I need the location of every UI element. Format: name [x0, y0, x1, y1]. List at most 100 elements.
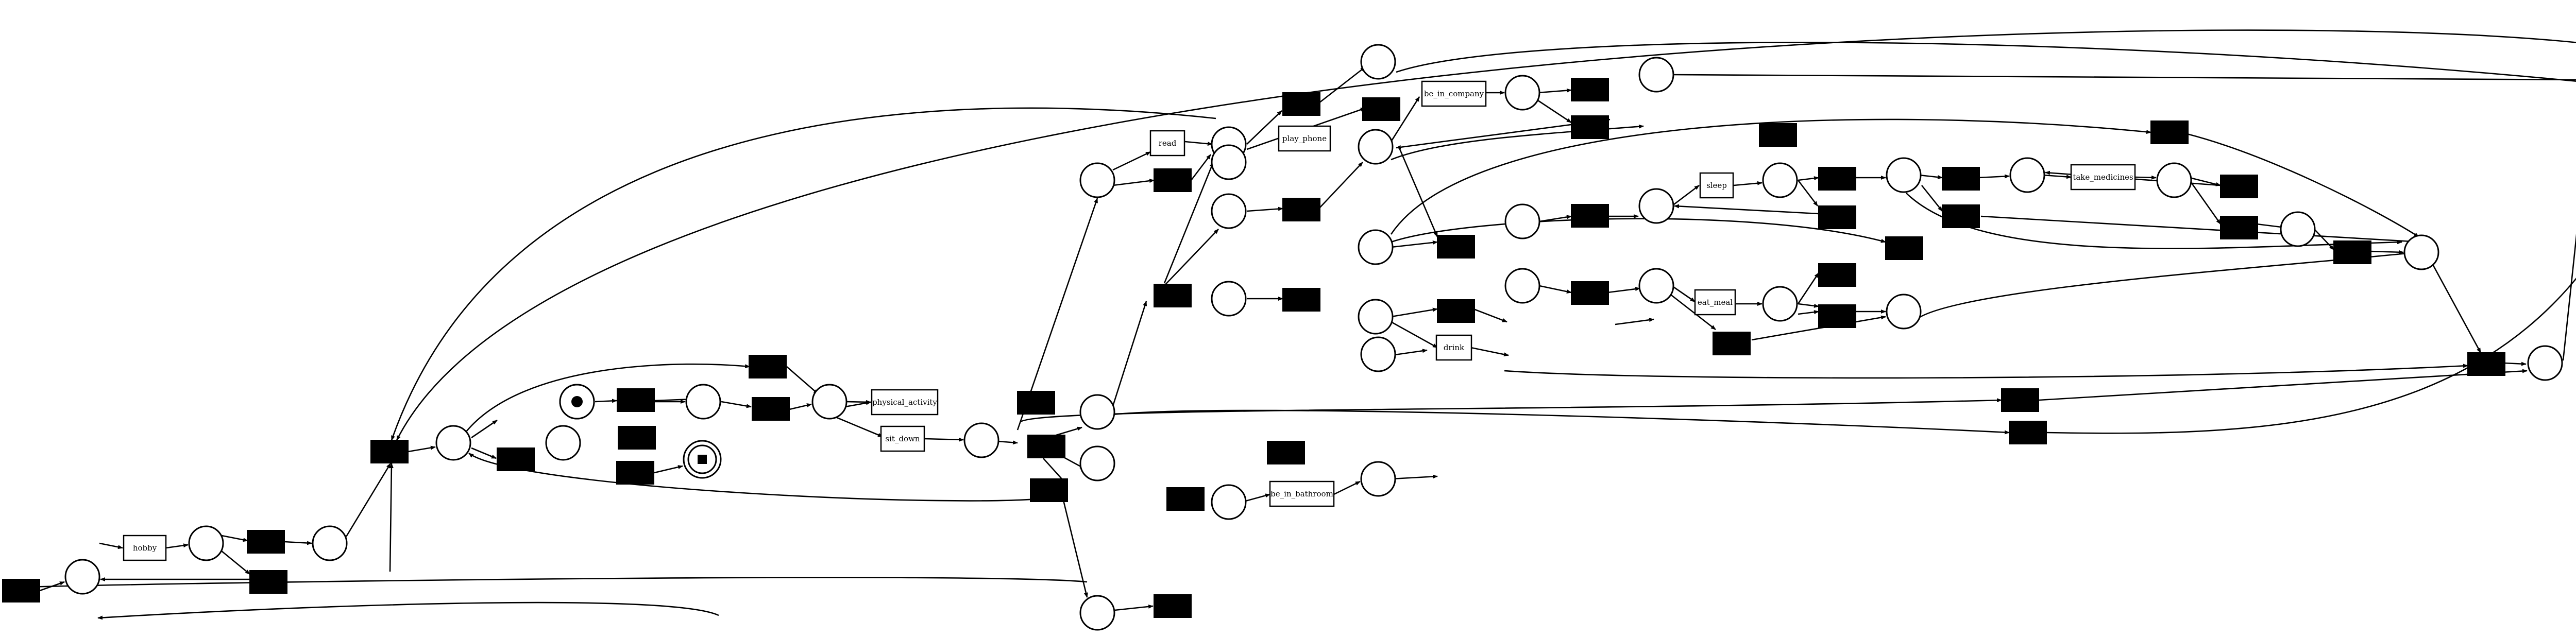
transition-play-phone: play_phone [1278, 125, 1331, 152]
place [963, 422, 999, 458]
arc [1504, 364, 2468, 379]
transition-label-hobby: hobby [133, 543, 157, 553]
transition-label-sleep: sleep [1706, 181, 1727, 190]
arc [1019, 398, 2002, 423]
silent-transition [1154, 168, 1192, 192]
silent-transition [1942, 167, 1980, 191]
arc [1607, 287, 1640, 294]
arc [1751, 315, 1886, 341]
silent-transition [1713, 332, 1751, 355]
place [1886, 157, 1922, 193]
place [1638, 57, 1674, 93]
silent-transition [1282, 92, 1320, 116]
silent-transition [2001, 388, 2039, 412]
transition-label-take-medicines: take_medicines [2073, 173, 2133, 182]
arc [1114, 604, 1154, 611]
arc [1318, 66, 1366, 104]
arc [2187, 133, 2419, 238]
transition-label-read: read [1159, 139, 1177, 148]
place [545, 425, 581, 461]
arc [1978, 174, 2010, 179]
arc [1391, 474, 1438, 480]
silent-transition [1154, 594, 1192, 618]
arc [396, 29, 2576, 441]
silent-transition [1017, 391, 1055, 415]
arc [1398, 146, 1438, 237]
silent-transition [2333, 240, 2371, 264]
place [1079, 445, 1115, 481]
arc [2431, 262, 2482, 353]
arc [2038, 369, 2528, 401]
arc [391, 107, 1216, 441]
arc [345, 463, 392, 537]
silent-transition [1267, 441, 1305, 464]
arc [1112, 151, 1151, 171]
silent-transition [616, 461, 654, 485]
arc [2042, 174, 2072, 179]
transition-read: read [1149, 130, 1185, 157]
place [1762, 162, 1798, 198]
arc [1539, 215, 1572, 222]
silent-transition [2220, 216, 2258, 239]
arc [1163, 162, 1214, 284]
silent-transition [1282, 288, 1320, 312]
place [685, 384, 721, 420]
transition-sit-down: sit_down [880, 425, 925, 452]
place [2156, 162, 2192, 198]
arc [284, 541, 312, 545]
arc [1112, 179, 1155, 186]
silent-transition [1282, 198, 1320, 221]
place [1360, 461, 1396, 497]
arc [1539, 285, 1572, 294]
arc [1615, 318, 1654, 325]
silent-transition [1030, 478, 1068, 502]
transition-label-be-in-bathroom: be_in_bathroom [1270, 489, 1333, 498]
arc [1921, 185, 1943, 212]
arc [1333, 480, 1361, 495]
transition-drink: drink [1435, 334, 1472, 361]
silent-transition [752, 397, 790, 421]
transition-label-play-phone: play_phone [1282, 134, 1327, 143]
place [64, 559, 100, 595]
arc [1107, 301, 1147, 423]
silent-transition [2150, 120, 2189, 144]
arc [1669, 292, 1716, 331]
place [1504, 203, 1540, 239]
silent-transition [618, 426, 656, 450]
arc [1674, 204, 1819, 215]
place [2527, 345, 2563, 381]
arc [389, 463, 394, 572]
arc [1798, 310, 1819, 315]
transition-sleep: sleep [1699, 172, 1734, 199]
arc [721, 401, 752, 408]
arc [1391, 321, 1438, 349]
silent-transition [249, 570, 287, 594]
arc [1906, 193, 2402, 249]
arc [2369, 250, 2404, 254]
silent-transition [1571, 115, 1609, 139]
transition-physical-activity: physical_activity [871, 389, 939, 416]
arc [1246, 206, 1283, 212]
arc [1797, 272, 1820, 304]
arc [1060, 491, 1088, 598]
transition-label-sit-down: sit_down [885, 434, 920, 443]
place [1211, 281, 1247, 317]
arc [99, 542, 123, 549]
silent-transition [2220, 175, 2258, 198]
silent-transition [1571, 78, 1609, 101]
arc [1391, 349, 1428, 356]
place [1079, 162, 1115, 198]
arc [1919, 174, 1943, 179]
transition-hobby: hobby [123, 535, 167, 561]
transition-take-medicines: take_medicines [2070, 164, 2136, 191]
end-place [683, 440, 722, 479]
arc [1391, 307, 1438, 318]
arc [1112, 409, 2010, 435]
arc [221, 535, 248, 542]
silent-transition [1154, 284, 1192, 307]
place [1358, 299, 1394, 335]
silent-transition [1818, 263, 1856, 287]
arc [1797, 180, 1819, 206]
arc [2314, 229, 2334, 250]
